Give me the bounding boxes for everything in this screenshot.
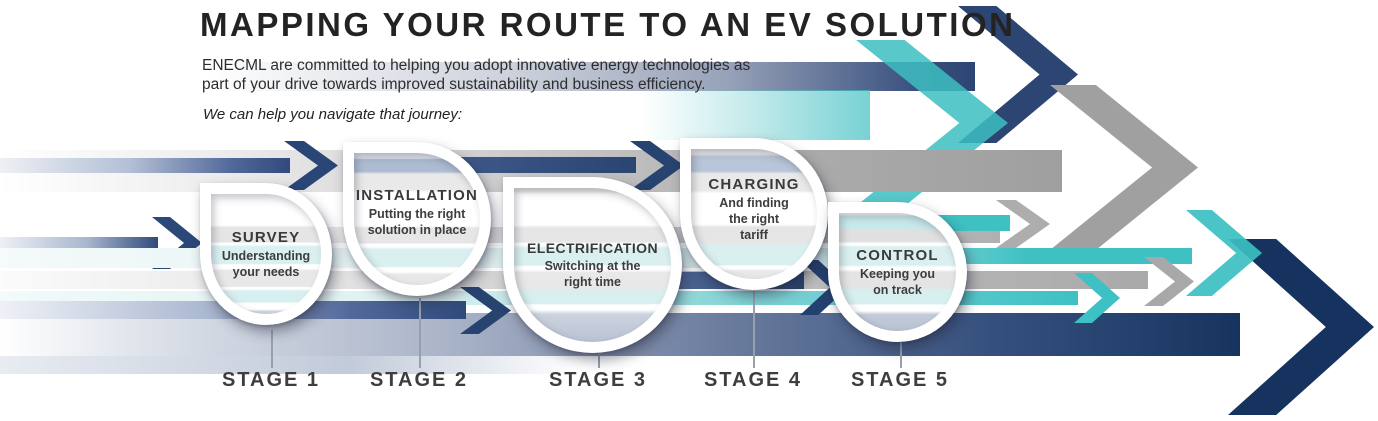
stage-description-line: solution in place: [367, 222, 467, 237]
stage-description-line: And finding: [719, 195, 789, 210]
stage-description-line: tariff: [740, 227, 768, 242]
stage-droplet-charging-face: CHARGING And finding the right tariff: [691, 149, 817, 279]
stage-droplet-installation: INSTALLATION Putting the right solution …: [343, 142, 491, 296]
stage-droplet-control: CONTROL Keeping you on track: [828, 202, 967, 342]
stage-heading: SURVEY: [231, 228, 301, 246]
intro-text-line2: part of your drive towards improved sust…: [202, 76, 706, 93]
arrow-band-navy-3: [0, 237, 158, 251]
arrowhead-gray-big: [1050, 85, 1198, 250]
stage-description-line: your needs: [232, 264, 300, 279]
stage4-tick: [753, 291, 755, 368]
arrow-band-subtitle-navy: [205, 62, 975, 91]
stage-description-line: Switching at the: [544, 259, 641, 273]
arrowhead-navy-big-final: [1228, 239, 1374, 415]
arrow-band-teal-top: [640, 90, 870, 140]
stage-droplet-electrification-face: ELECTRIFICATION Switching at the right t…: [514, 188, 671, 342]
stage-label-2: STAGE 2: [369, 369, 469, 391]
stage-heading: CONTROL: [856, 246, 939, 264]
intro-text: ENECML are committed to helping you adop…: [202, 56, 750, 94]
stage-droplet-installation-face: INSTALLATION Putting the right solution …: [354, 153, 480, 285]
page-title: MAPPING YOUR ROUTE TO AN EV SOLUTION: [200, 6, 1016, 43]
stage-description-line: Understanding: [221, 248, 311, 263]
stage-label-5: STAGE 5: [850, 369, 950, 391]
stage-droplet-survey: SURVEY Understanding your needs: [200, 183, 332, 325]
stage1-tick: [271, 330, 273, 368]
stage-label-1: STAGE 1: [221, 369, 321, 391]
stage-description-line: on track: [873, 282, 922, 297]
tagline-text: We can help you navigate that journey:: [203, 106, 463, 123]
stage3-tick: [598, 353, 600, 368]
stage-description-line: Putting the right: [368, 206, 466, 221]
stage-heading: ELECTRIFICATION: [527, 240, 658, 256]
stage-heading: INSTALLATION: [355, 186, 479, 204]
stage-droplet-survey-face: SURVEY Understanding your needs: [211, 194, 321, 314]
stage-droplet-charging: CHARGING And finding the right tariff: [680, 138, 828, 290]
stage-heading: CHARGING: [708, 175, 800, 193]
intro-text-line1: ENECML are committed to helping you adop…: [202, 57, 751, 74]
stage-label-3: STAGE 3: [548, 369, 648, 391]
stage-description-line: the right: [729, 211, 779, 226]
stage5-tick: [900, 342, 902, 368]
stage-droplet-electrification: ELECTRIFICATION Switching at the right t…: [503, 177, 682, 353]
stage-description-line: Keeping you: [859, 266, 935, 281]
arrowhead-teal-medium: [1186, 210, 1262, 296]
stage2-tick: [419, 298, 421, 368]
stage-description-line: right time: [564, 275, 621, 289]
arrowhead-gray-small-lower: [1144, 257, 1194, 306]
stage-label-4: STAGE 4: [703, 369, 803, 391]
arrow-band-navy-1: [0, 158, 290, 173]
stage-droplet-control-face: CONTROL Keeping you on track: [839, 213, 956, 331]
